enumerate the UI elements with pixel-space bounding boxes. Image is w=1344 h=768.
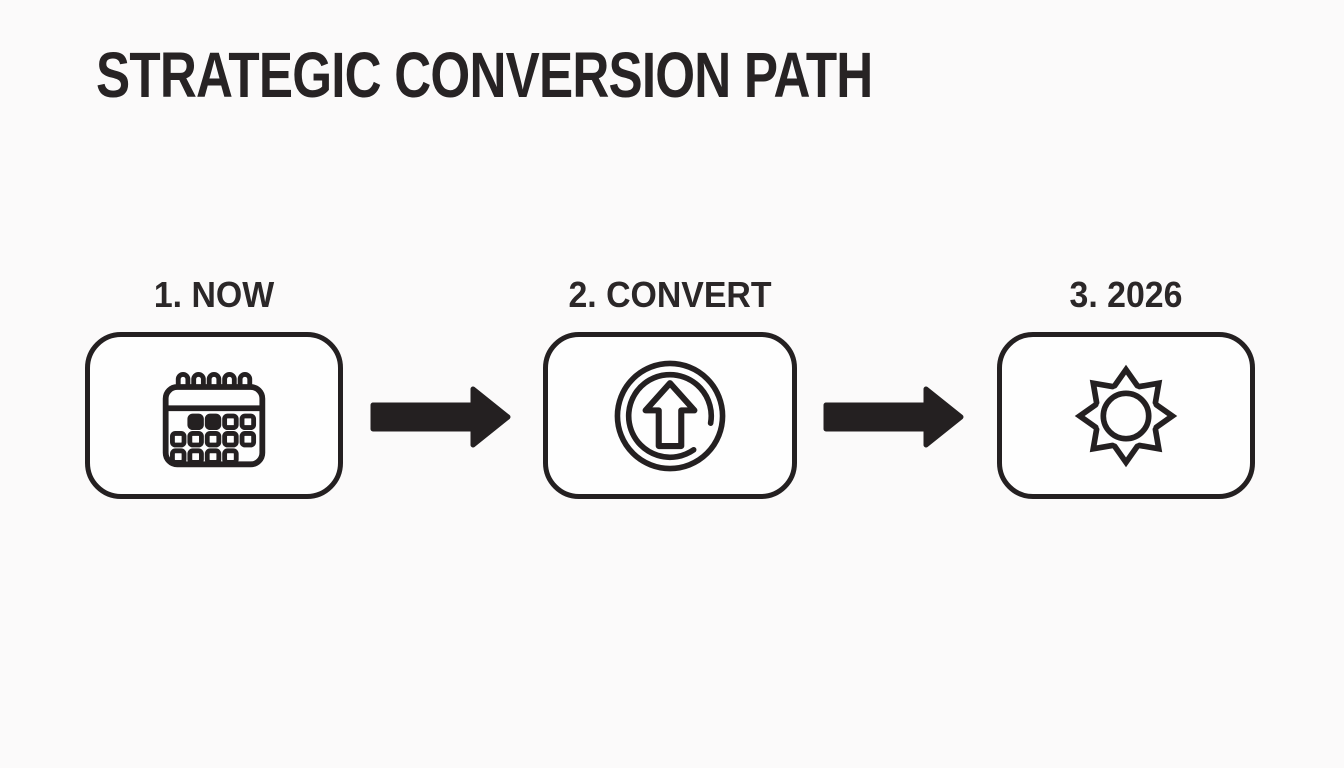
calendar-icon [162,371,266,467]
sun-icon [1074,364,1178,467]
step-2-box [543,332,797,499]
step-3-box [997,332,1255,499]
circle-up-arrow-icon [614,360,726,471]
step-1-label: 1. NOW [153,274,275,315]
step-1-box [85,332,343,499]
step-2-label: 2. CONVERT [568,274,772,315]
arrow-right-icon [823,386,964,448]
page-title: STRATEGIC CONVERSION PATH [96,39,873,111]
step-3-label: 3. 2026 [1069,274,1183,315]
arrow-right-icon [370,386,511,448]
